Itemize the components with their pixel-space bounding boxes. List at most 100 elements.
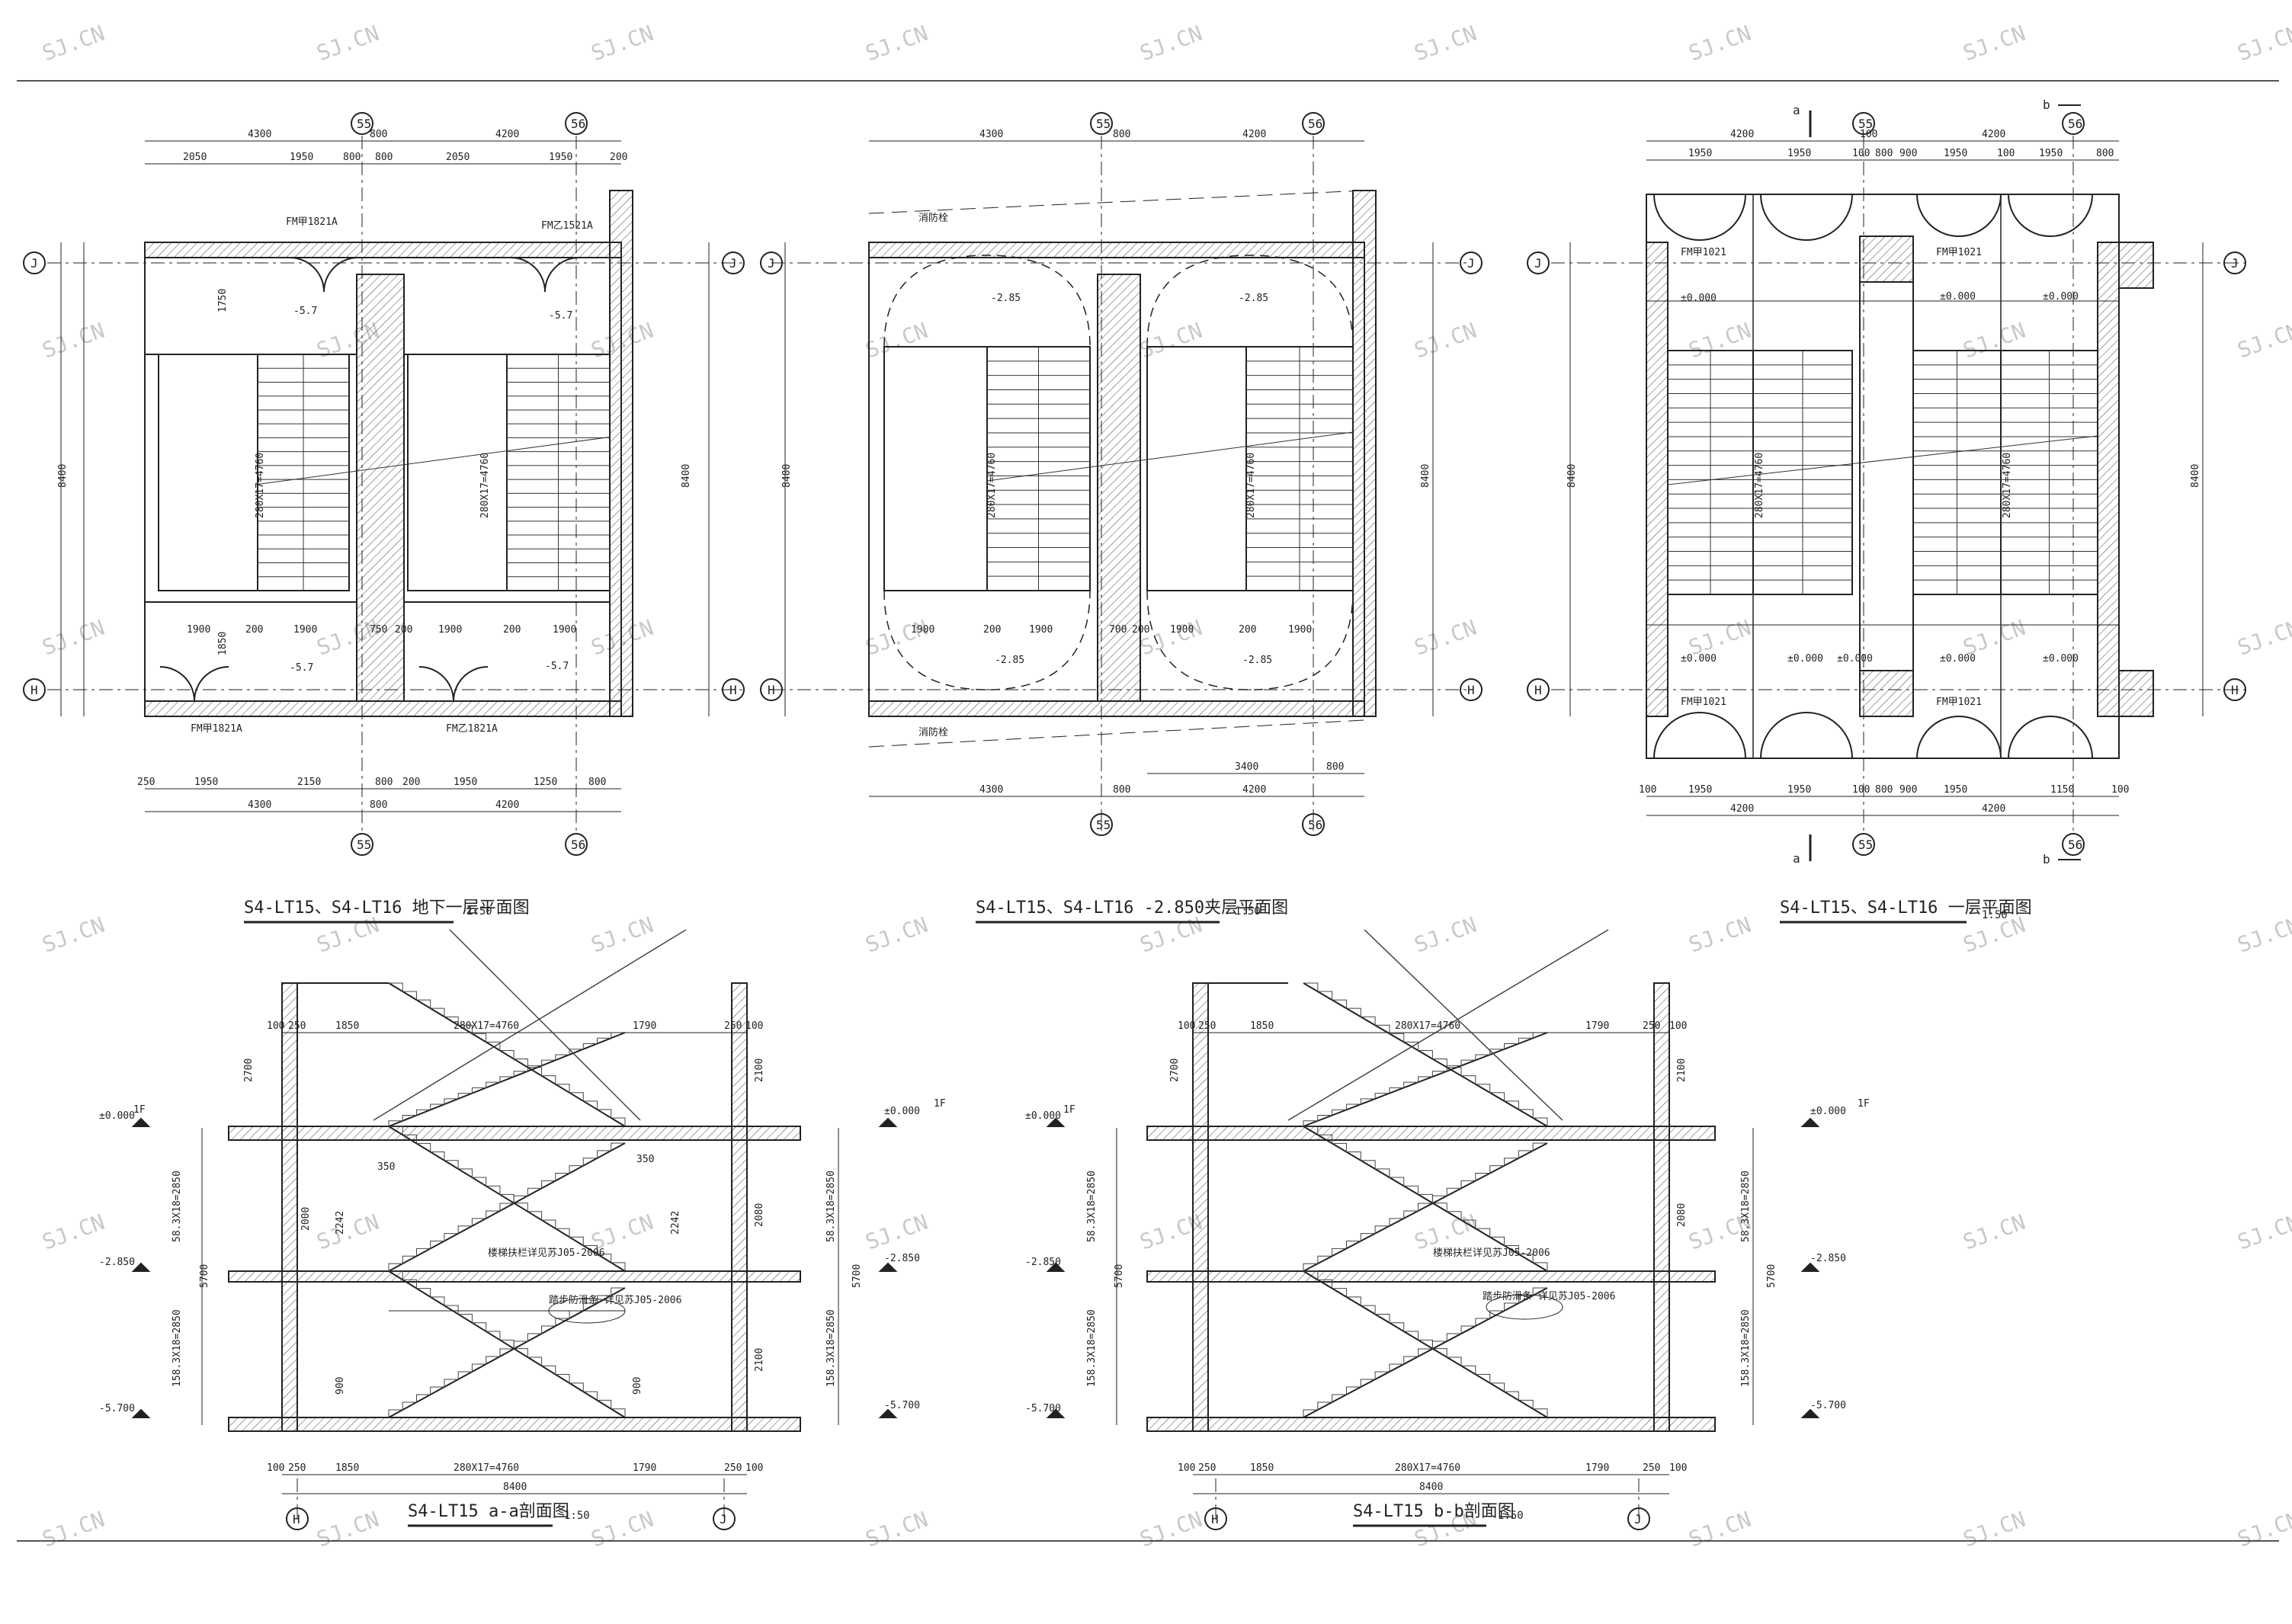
drawing-scale: 1:50: [1982, 909, 2008, 921]
stair-step: [1475, 1374, 1491, 1383]
section-b: [1046, 929, 1820, 1530]
dimension: 800: [588, 777, 606, 788]
stair-flight: [1303, 982, 1548, 1127]
dimension: 800: [1113, 784, 1130, 796]
stair-step: [1317, 1279, 1333, 1289]
grid-label: 56: [571, 838, 585, 852]
stair-step: [597, 1254, 612, 1263]
stair-step: [541, 1219, 556, 1229]
dimension: 2050: [446, 152, 470, 163]
stair-step: [444, 1098, 459, 1105]
stair-step: [1489, 1382, 1505, 1392]
stair-step: [388, 1263, 403, 1271]
dimension: 800: [1875, 148, 1893, 159]
inner-dimension: 350: [377, 1161, 395, 1173]
stair-step: [1375, 1313, 1390, 1323]
watermark: SJ.CN: [2234, 1507, 2292, 1552]
stair-step: [1518, 1399, 1534, 1409]
dimension: 1950: [1787, 784, 1811, 796]
watermark: SJ.CN: [39, 21, 107, 66]
stair-step: [611, 1262, 626, 1271]
stair-step: [1317, 1401, 1332, 1410]
level-tag: 1F: [133, 1104, 146, 1116]
watermark: SJ.CN: [313, 21, 382, 66]
plan-mezzanine-text: 55 56 55 56 J H J H 4300 800 4200 3400 8…: [768, 117, 1475, 924]
level-mark: -5.7: [549, 310, 572, 322]
stair-step: [1418, 1348, 1433, 1357]
section-mark: a: [1793, 103, 1800, 117]
stair-step: [444, 1016, 459, 1026]
mid-dimension: 1900: [911, 624, 934, 636]
mid-dimension: 200: [1132, 624, 1149, 636]
stair-step: [1389, 1218, 1404, 1226]
stair-step: [1317, 1255, 1332, 1264]
dimension: 158.3X18=2850: [171, 1309, 183, 1387]
stair-step: [1432, 1203, 1447, 1212]
stair-flight: [388, 1032, 626, 1127]
level-mark: -5.7: [545, 661, 569, 672]
stair-step: [1361, 1160, 1376, 1169]
dimension: 158.3X18=2850: [1740, 1309, 1752, 1387]
level-mark: ±0.000: [1837, 653, 1873, 665]
stair-step: [527, 1211, 543, 1220]
level-mark: ±0.000: [1025, 1110, 1061, 1122]
mid-dimension: 750: [370, 624, 387, 636]
dimension: 1950: [1787, 148, 1811, 159]
watermark: SJ.CN: [1960, 1507, 2028, 1552]
stair-step: [1475, 1173, 1490, 1181]
watermark: SJ.CN: [1411, 318, 1479, 364]
stair-step: [583, 1391, 598, 1401]
stair-step: [1489, 1236, 1505, 1246]
stair-step: [1303, 1409, 1318, 1417]
dimension: 8400: [1420, 464, 1431, 488]
stair-step: [402, 991, 417, 1001]
grid-label: 56: [571, 117, 585, 131]
dimension: 5700: [1766, 1264, 1778, 1288]
break-line: [1287, 929, 1609, 1121]
level-mark: -5.7: [293, 306, 317, 317]
stair-step: [527, 1333, 542, 1341]
dimension: 58.3X18=2850: [1086, 1171, 1098, 1242]
drawing-scale: 1:50: [466, 905, 492, 918]
dimension: 200: [610, 152, 627, 163]
watermark: SJ.CN: [2234, 21, 2292, 66]
stair-step: [583, 1100, 598, 1110]
watermark: SJ.CN: [1960, 21, 2028, 66]
dimension: 4200: [495, 799, 519, 811]
stair-step: [583, 1244, 598, 1254]
dimension: 900: [1899, 784, 1917, 796]
dimension: 8400: [2190, 464, 2201, 488]
watermark: SJ.CN: [1136, 1507, 1205, 1552]
level-mark: -5.700: [884, 1400, 920, 1411]
watermark: SJ.CN: [39, 1209, 107, 1255]
dimension: 250: [1198, 1020, 1216, 1032]
dimension: 800: [370, 129, 387, 140]
grid-label: 55: [357, 117, 371, 131]
dimension: 1790: [1585, 1020, 1609, 1032]
stair-step: [458, 1024, 473, 1034]
stair-step: [1475, 1228, 1491, 1238]
dimension: 4200: [495, 129, 519, 140]
watermark: SJ.CN: [862, 21, 931, 66]
level-tag: 1F: [1858, 1098, 1870, 1110]
stair-step: [1446, 1187, 1462, 1196]
grid-label: H: [729, 683, 737, 697]
dimension: 1950: [1688, 784, 1712, 796]
dimension: 4300: [248, 799, 271, 811]
stair-step: [472, 1322, 487, 1332]
stair-step: [430, 1103, 444, 1110]
dimension: 1250: [534, 777, 557, 788]
dimension: 8400: [781, 464, 793, 488]
stair-step: [430, 1296, 445, 1306]
stair-step: [1317, 1134, 1333, 1144]
mid-dimension: 1900: [187, 624, 210, 636]
stair-step: [1418, 1049, 1433, 1059]
stair-step: [514, 1059, 528, 1068]
watermark: SJ.CN: [862, 615, 931, 661]
dimension: 2080: [754, 1203, 765, 1227]
dimension: 280X17=4760: [1395, 1462, 1460, 1474]
stair-step: [1345, 1240, 1361, 1249]
mid-dimension: 700: [1109, 624, 1127, 636]
watermark: SJ.CN: [1136, 615, 1205, 661]
stair-step: [499, 1348, 514, 1357]
